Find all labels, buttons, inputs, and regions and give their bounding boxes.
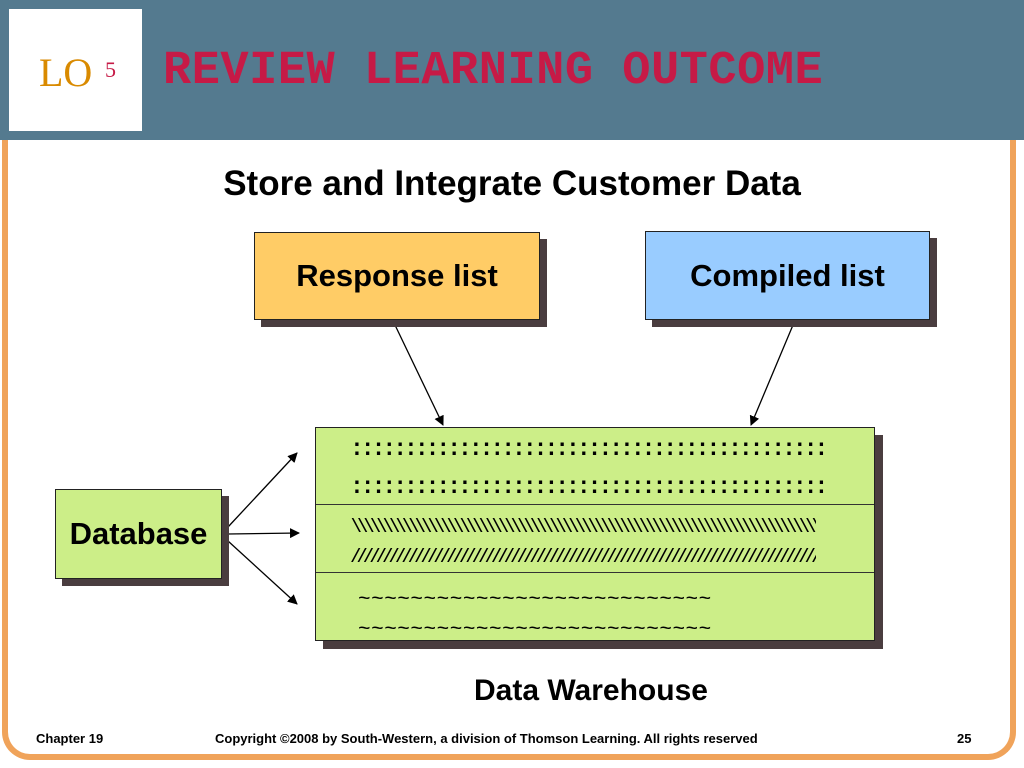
database-box: Database (55, 489, 222, 579)
slide-title: REVIEW LEARNING OUTCOME (163, 45, 824, 98)
warehouse-row-slashes: ////////////////////////////////////////… (350, 548, 816, 568)
arrow-database-to-warehouse-top (227, 452, 298, 528)
header-bar: LO 5 REVIEW LEARNING OUTCOME (0, 0, 1024, 140)
lo-badge: LO 5 (9, 9, 142, 131)
compiled-list-label: Compiled list (690, 257, 885, 293)
arrow-database-to-warehouse-middle (227, 528, 300, 539)
arrow-response-to-warehouse (394, 324, 444, 426)
slide-frame (2, 140, 1016, 760)
compiled-list-box: Compiled list (645, 231, 930, 320)
footer-chapter: Chapter 19 (36, 731, 104, 746)
database-label: Database (69, 516, 208, 551)
warehouse-row-dots-2: ::::::::::::::::::::::::::::::::::::::::… (350, 476, 830, 499)
response-list-box: Response list (254, 232, 540, 320)
warehouse-divider-1 (316, 504, 874, 505)
footer-page-number: 25 (957, 731, 972, 746)
warehouse-row-backslashes: \\\\\\\\\\\\\\\\\\\\\\\\\\\\\\\\\\\\\\\\… (350, 518, 816, 538)
data-warehouse-label: Data Warehouse (474, 674, 708, 707)
arrow-compiled-to-warehouse (749, 324, 794, 426)
lo-label: LO (39, 50, 93, 95)
response-list-label: Response list (296, 258, 498, 293)
warehouse-divider-2 (316, 572, 874, 573)
lo-number: 5 (105, 57, 116, 82)
warehouse-row-dots-1: ::::::::::::::::::::::::::::::::::::::::… (350, 438, 830, 461)
slide-subtitle: Store and Integrate Customer Data (223, 164, 801, 203)
arrow-database-to-warehouse-bottom (227, 540, 298, 605)
warehouse-row-tildes-1: ~~~~~~~~~~~~~~~~~~~~~~~~~~~ (358, 590, 712, 611)
footer-copyright: Copyright ©2008 by South-Western, a divi… (215, 731, 758, 746)
warehouse-row-tildes-2: ~~~~~~~~~~~~~~~~~~~~~~~~~~~ (358, 620, 712, 641)
data-warehouse-box: ::::::::::::::::::::::::::::::::::::::::… (315, 427, 875, 641)
